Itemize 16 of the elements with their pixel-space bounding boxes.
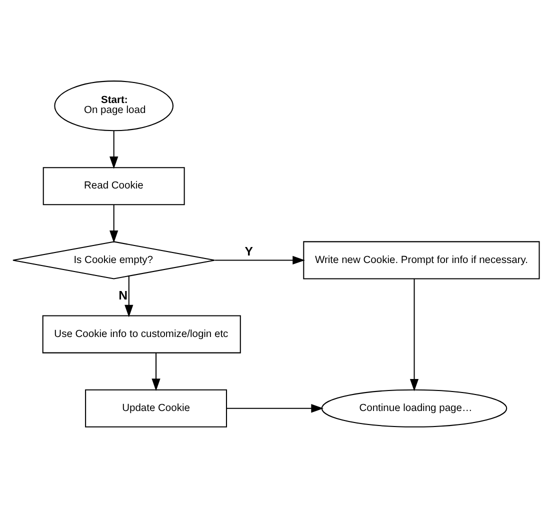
edge-label: N bbox=[118, 288, 128, 302]
arrow bbox=[226, 404, 324, 412]
arrow bbox=[110, 204, 118, 242]
edge-label: Y bbox=[244, 244, 254, 258]
arrow bbox=[215, 255, 305, 264]
arrow bbox=[110, 130, 118, 168]
node-box: Read Cookie bbox=[42, 166, 185, 205]
node-box: Update Cookie bbox=[85, 388, 228, 427]
arrow bbox=[152, 352, 160, 390]
node-ellipse: Continue loading page… bbox=[321, 388, 508, 427]
node-box: Write new Cookie. Prompt for info if necessary. bbox=[303, 240, 540, 279]
node-box: Use Cookie info to customize/login etc bbox=[42, 314, 241, 353]
arrow bbox=[124, 276, 134, 317]
node-diamond: Is Cookie empty? bbox=[12, 240, 216, 279]
arrow bbox=[410, 278, 419, 391]
node-ellipse: Start: On page load bbox=[54, 80, 174, 131]
